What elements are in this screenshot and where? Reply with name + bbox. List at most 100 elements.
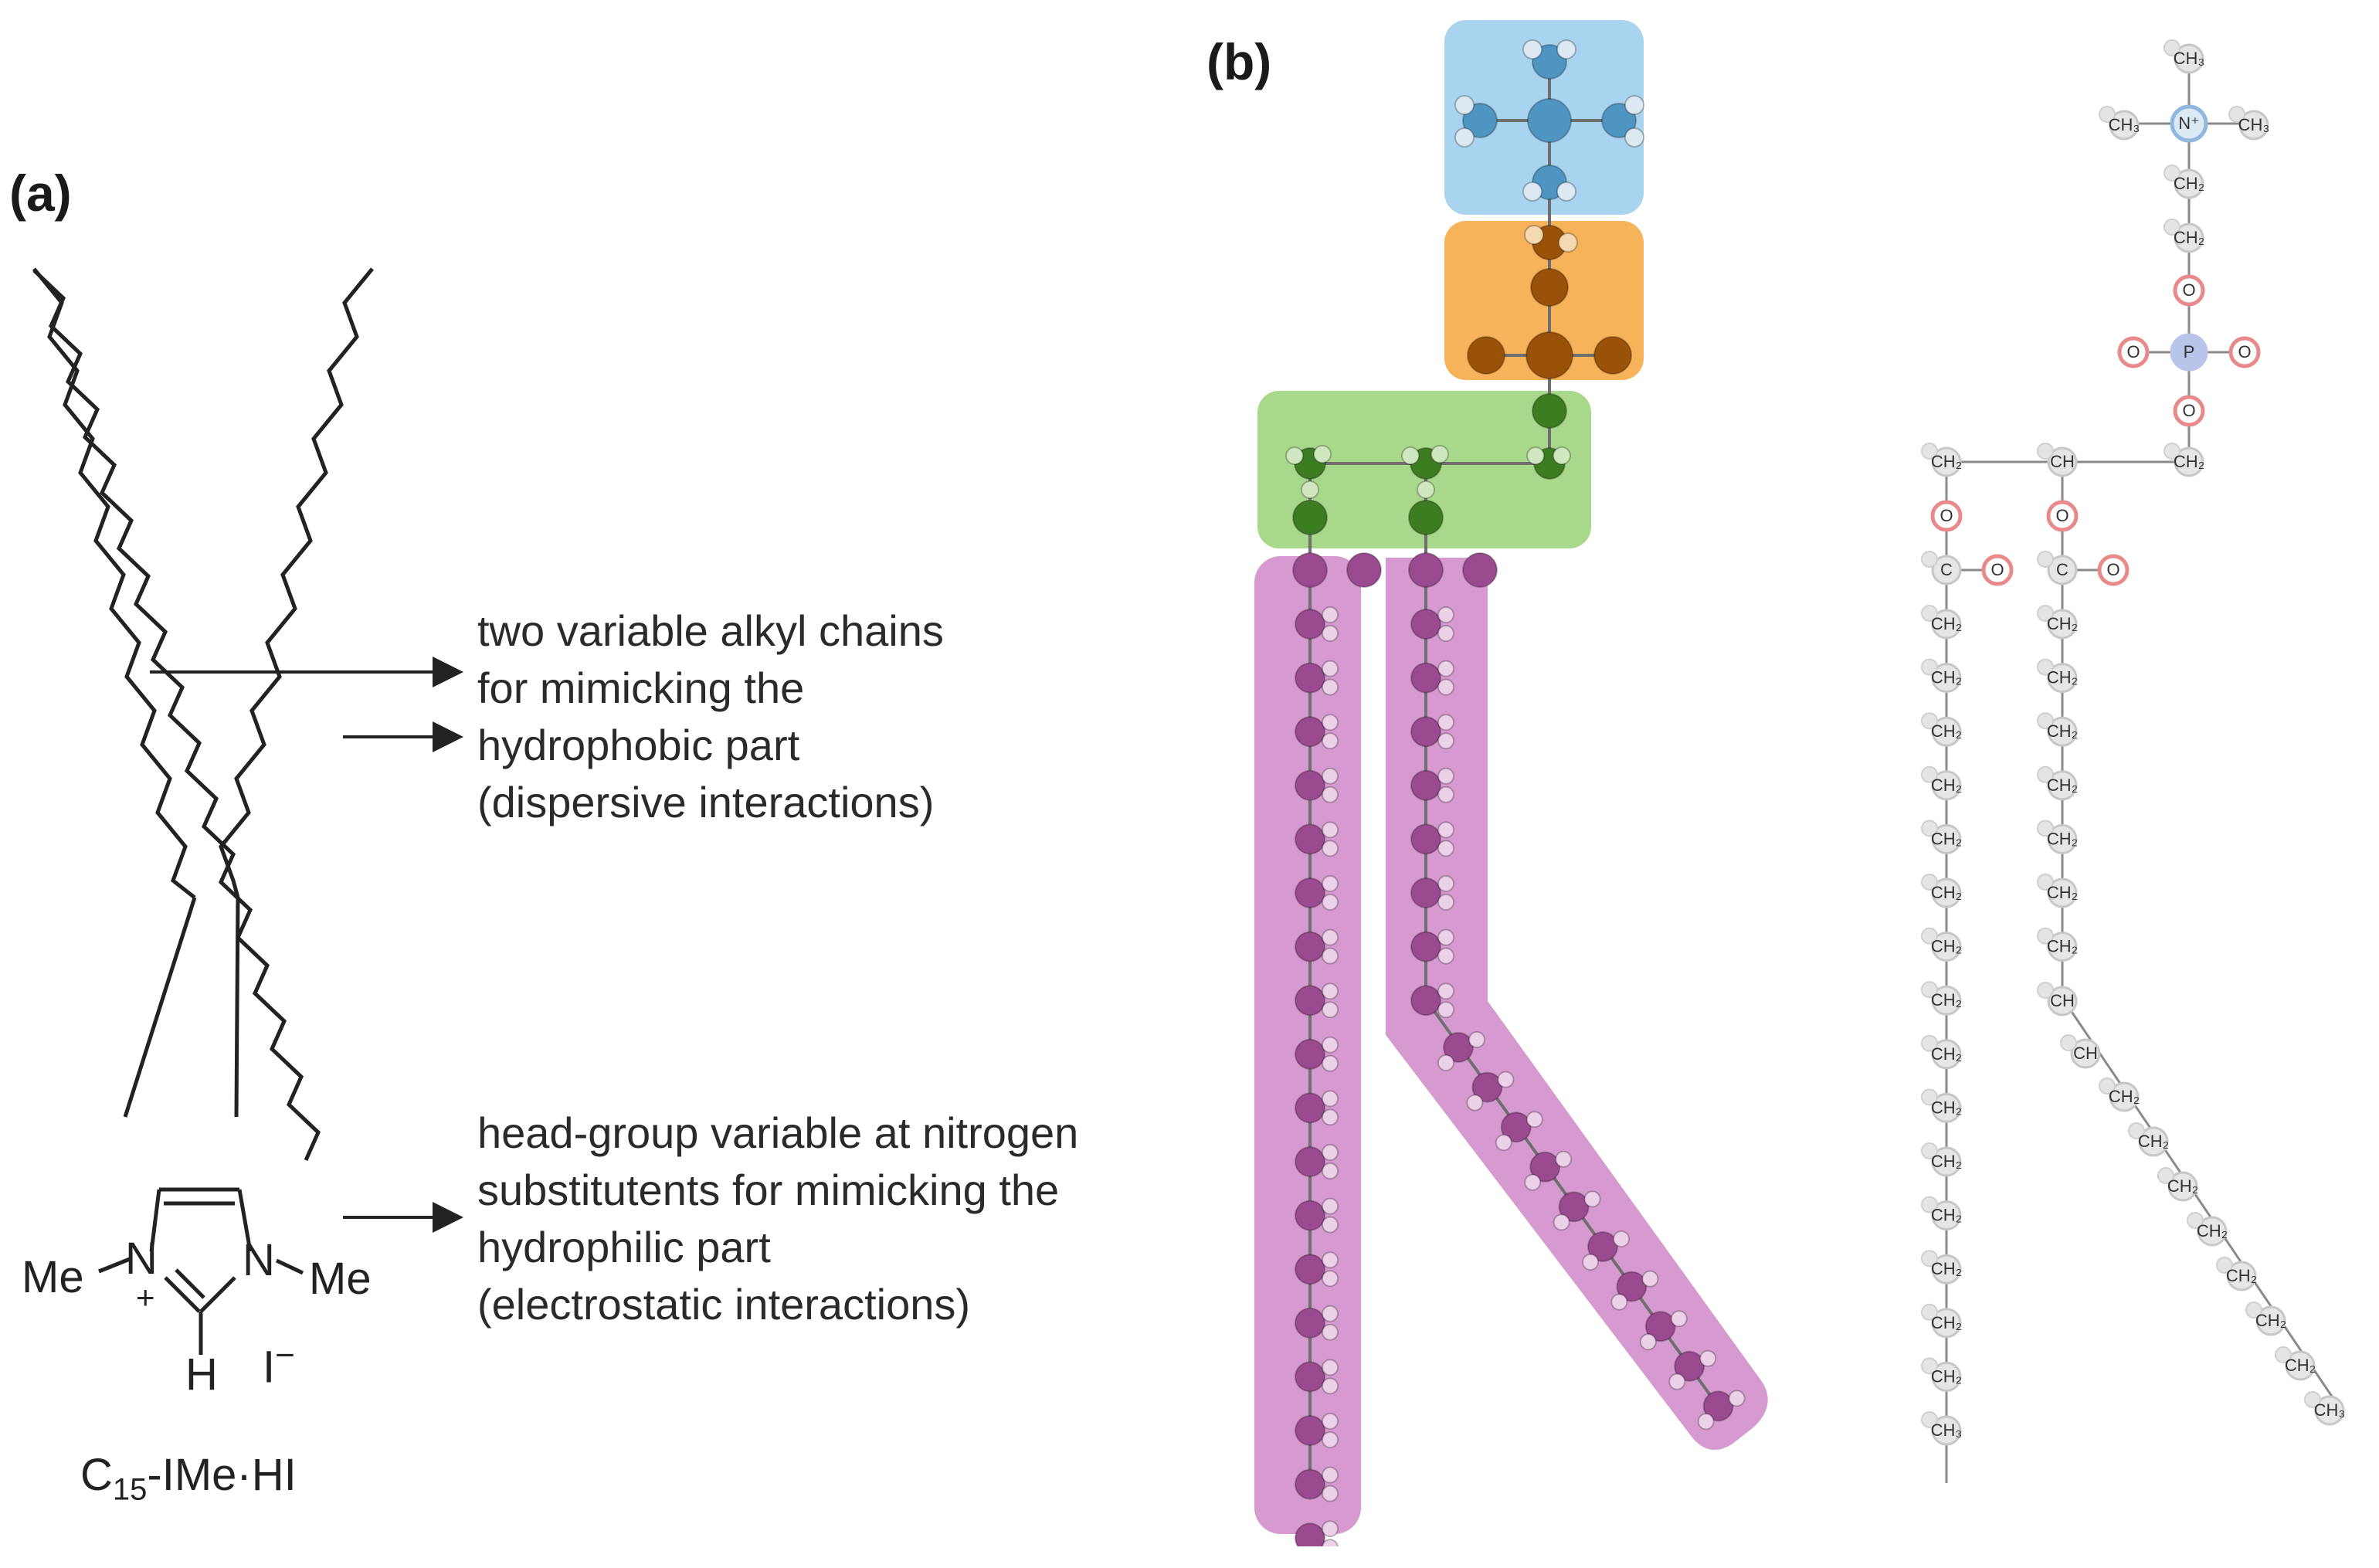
saturated-tail-hydrogen-atom — [1322, 1054, 1339, 1072]
formula-saturated-carbon: CH₂ — [1921, 1142, 1962, 1177]
left-nitrogen-label: N — [125, 1234, 158, 1284]
formula-unsaturated-carbon: CH₂ — [2245, 1302, 2286, 1336]
saturated-tail-hydrogen-atom — [1322, 894, 1339, 911]
imidazolium-structure — [32, 269, 321, 1162]
unsaturated-tail-hydrogen-atom — [1582, 1254, 1599, 1271]
formula-saturated-carbon: CH₃ — [1921, 1411, 1962, 1446]
svg-text:CH₂: CH₂ — [1931, 1313, 1962, 1332]
svg-text:CH₂: CH₂ — [1931, 1366, 1962, 1386]
svg-text:CH₂: CH₂ — [1931, 452, 1962, 471]
unsaturated-tail-hydrogen-atom — [1437, 928, 1454, 946]
unsaturated-tail-hydrogen-atom — [1524, 1173, 1542, 1191]
left-alkyl-chain — [32, 269, 321, 1162]
svg-text:O: O — [2055, 506, 2068, 525]
formula-oxygen: O — [1930, 500, 1963, 532]
svg-text:CH₂: CH₂ — [2047, 937, 2078, 956]
phosphate-oxygen-atom — [1467, 336, 1505, 375]
saturated-tail-hydrogen-atom — [1322, 1323, 1339, 1341]
ring-c2-double — [175, 1268, 205, 1299]
svg-text:O: O — [2182, 280, 2195, 300]
formula-unsaturated-carbon: CH₂ — [2099, 1078, 2140, 1112]
saturated-tail-carbon-atom — [1295, 1038, 1325, 1070]
formula-carbonyl-carbon: C — [2037, 551, 2078, 585]
positive-charge-label: + — [136, 1279, 155, 1315]
saturated-tail-carbon-atom — [1295, 1415, 1325, 1446]
panel-b-label: (b) — [1206, 33, 1272, 90]
unsaturated-tail-carbon-atom — [1410, 823, 1441, 855]
right-nitrogen-label: N — [243, 1235, 275, 1285]
saturated-tail-hydrogen-atom — [1322, 875, 1339, 892]
ester-carbon-atom — [1408, 552, 1444, 588]
ring-c4-n3 — [237, 1189, 253, 1252]
formula-saturated-carbon: CH₂ — [1921, 1357, 1962, 1392]
saturated-tail-carbon-atom — [1295, 716, 1325, 748]
annotation-hydrophobic-line-4: (dispersive interactions) — [477, 778, 935, 826]
unsaturated-tail-hydrogen-atom — [1610, 1293, 1628, 1311]
saturated-tail-hydrogen-atom — [1322, 1251, 1339, 1269]
compound-suffix: -IMe·HI — [147, 1450, 297, 1500]
choline-hydrogen-atom — [1556, 182, 1576, 202]
formula-saturated-carbon: CH₂ — [1921, 712, 1962, 747]
annotation-hydrophilic-line-4: (electrostatic interactions) — [477, 1280, 971, 1329]
unsaturated-tail-hydrogen-atom — [1437, 875, 1454, 892]
annotation-hydrophobic: two variable alkyl chains for mimicking … — [477, 602, 944, 831]
saturated-tail-hydrogen-atom — [1322, 983, 1339, 1000]
glycerol-hydrogen-atom — [1401, 446, 1420, 465]
annotation-hydrophobic-line-1: two variable alkyl chains — [477, 606, 944, 655]
svg-text:CH₂: CH₂ — [2174, 174, 2204, 193]
ester-carbon-atom — [1292, 552, 1328, 588]
svg-text:CH: CH — [2050, 991, 2075, 1010]
unsaturated-tail-carbon-atom — [1616, 1271, 1648, 1302]
glycerol-oxygen-atom — [1408, 500, 1444, 535]
phosphorus-atom — [1525, 331, 1573, 379]
saturated-tail-hydrogen-atom — [1322, 1108, 1339, 1126]
unsaturated-tail-hydrogen-atom — [1437, 678, 1454, 696]
svg-text:CH₂: CH₂ — [2167, 1176, 2198, 1196]
svg-text:O: O — [2182, 401, 2195, 420]
saturated-tail-hydrogen-atom — [1322, 1431, 1339, 1448]
saturated-tail-carbon-atom — [1295, 1254, 1325, 1285]
annotation-hydrophilic-line-3: hydrophilic part — [477, 1223, 771, 1271]
saturated-tail-hydrogen-atom — [1322, 1036, 1339, 1054]
unsaturated-tail-carbon-atom — [1410, 985, 1441, 1016]
panel-a-bonds — [32, 267, 374, 1355]
unsaturated-tail-carbon-atom — [1587, 1231, 1618, 1262]
saturated-tail-carbon-atom — [1295, 1468, 1325, 1500]
saturated-tail-hydrogen-atom — [1322, 625, 1339, 642]
saturated-tail-carbon-atom — [1295, 931, 1325, 962]
svg-text:CH₃: CH₃ — [2314, 1400, 2346, 1420]
svg-text:O: O — [2126, 342, 2140, 361]
unsaturated-tail-hydrogen-atom — [1639, 1333, 1657, 1351]
formula-glycerol-carbon: CH₂ — [1921, 443, 1962, 477]
ring-n1-c2 — [164, 1276, 201, 1313]
formula-unsaturated-carbon: CH₂ — [2187, 1212, 2228, 1247]
formula-oxygen: O — [1981, 554, 2014, 586]
saturated-tail-carbon-atom — [1295, 823, 1325, 855]
unsaturated-tail-hydrogen-atom — [1437, 625, 1454, 642]
iodide-charge: − — [275, 1336, 295, 1374]
compound-subscript: 15 — [112, 1472, 148, 1507]
svg-text:CH₃: CH₃ — [2238, 115, 2270, 134]
svg-text:CH₃: CH₃ — [2109, 115, 2140, 134]
formula-carbonyl-carbon: C — [1921, 551, 1962, 585]
saturated-tail-carbon-atom — [1295, 662, 1325, 694]
formula-unsaturated-carbon: CH₂ — [2037, 658, 2078, 694]
unsaturated-tail-carbon-atom — [1410, 716, 1441, 748]
right-methyl-label: Me — [309, 1254, 372, 1304]
svg-text:CH₂: CH₂ — [1931, 829, 1962, 848]
svg-text:CH₂: CH₂ — [2047, 614, 2078, 633]
svg-text:O: O — [2238, 342, 2251, 361]
unsaturated-tail-hydrogen-atom — [1437, 714, 1454, 731]
svg-text:O: O — [1990, 560, 2004, 579]
ester-oxygen-atom — [1346, 552, 1382, 588]
unsaturated-tail-hydrogen-atom — [1437, 1001, 1454, 1019]
svg-text:CH₂: CH₂ — [2255, 1311, 2286, 1330]
unsaturated-tail-carbon-atom — [1644, 1311, 1676, 1342]
formula-methyl: CH₃ — [2099, 106, 2140, 141]
formula-saturated-carbon: CH₂ — [1921, 658, 1962, 694]
glycerol-hydrogen-atom — [1417, 480, 1435, 499]
saturated-tail-hydrogen-atom — [1322, 1305, 1339, 1322]
formula-saturated-carbon: CH₂ — [1921, 874, 1962, 908]
saturated-tail-carbon-atom — [1295, 769, 1325, 801]
